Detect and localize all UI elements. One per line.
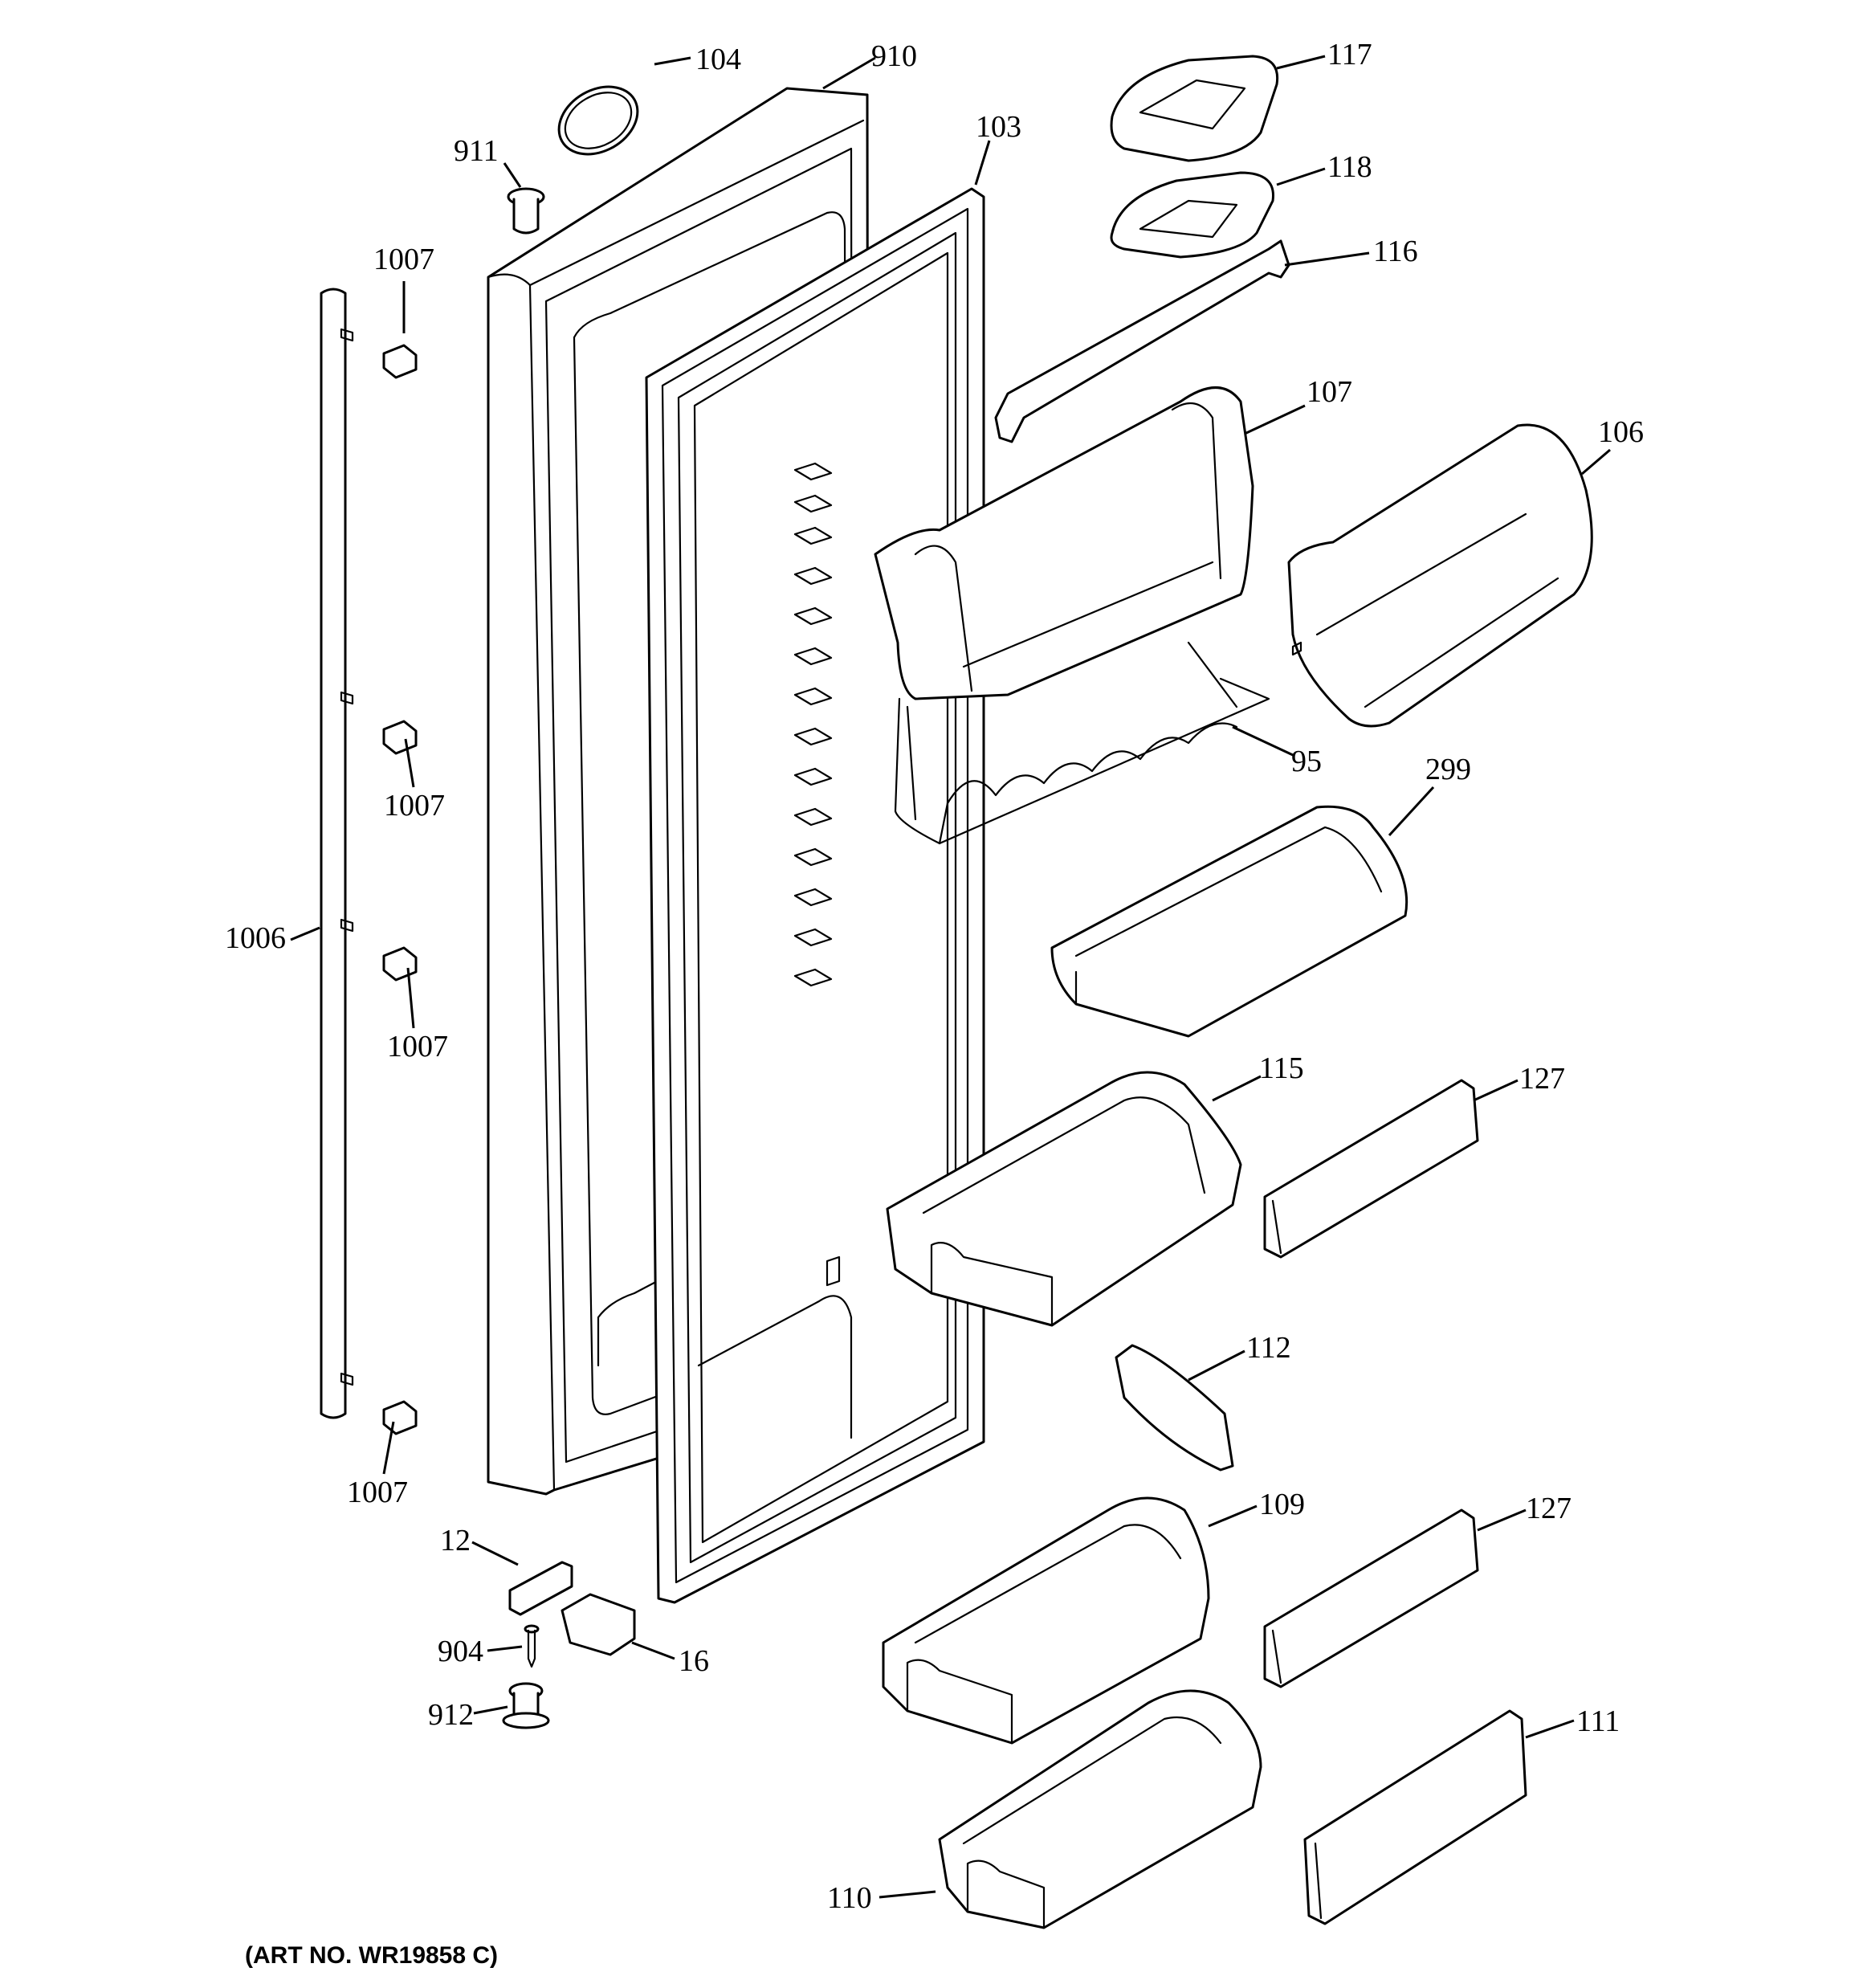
- hinge-bushing-top: [507, 187, 545, 235]
- callout-1007-a: 1007: [373, 243, 434, 276]
- callout-299: 299: [1425, 753, 1471, 786]
- screw: [524, 1624, 540, 1668]
- wine-rack: [894, 641, 1270, 845]
- callout-106: 106: [1598, 415, 1644, 449]
- door-liner: [645, 187, 985, 1604]
- dairy-tray: [1110, 171, 1274, 259]
- callout-103: 103: [976, 110, 1021, 144]
- handle-clips: [382, 344, 418, 1435]
- leader-lines: [290, 55, 1611, 1899]
- callout-104: 104: [695, 43, 741, 76]
- callout-109: 109: [1259, 1488, 1305, 1521]
- callout-910: 910: [871, 39, 917, 73]
- callout-1007-c: 1007: [387, 1030, 448, 1063]
- callout-107: 107: [1307, 375, 1352, 409]
- hinge-bracket: [508, 1561, 573, 1616]
- bottom-door-bin: [938, 1689, 1262, 1929]
- dairy-door: [1287, 423, 1593, 728]
- callout-1007-b: 1007: [384, 789, 445, 823]
- callout-112: 112: [1246, 1331, 1291, 1365]
- callout-127-b: 127: [1526, 1492, 1572, 1525]
- bin-front-bottom: [1303, 1709, 1527, 1925]
- callout-116: 116: [1373, 235, 1418, 268]
- dairy-rail: [994, 239, 1290, 443]
- bin-front-upper: [1263, 1079, 1479, 1259]
- bin-divider: [1115, 1344, 1234, 1472]
- callout-12: 12: [440, 1524, 471, 1557]
- liner-ledges: [793, 462, 833, 987]
- callout-911: 911: [454, 134, 499, 168]
- callout-904: 904: [438, 1635, 483, 1668]
- bin-front-lower: [1263, 1508, 1479, 1688]
- top-ring-gasket: [557, 85, 639, 156]
- callout-912: 912: [428, 1698, 474, 1732]
- hinge-bushing-bottom: [502, 1682, 550, 1729]
- callout-118: 118: [1327, 150, 1372, 184]
- upper-door-bin: [874, 386, 1254, 700]
- callout-95: 95: [1291, 745, 1322, 778]
- dairy-cover: [1110, 55, 1279, 162]
- callout-1007-d: 1007: [347, 1476, 408, 1509]
- callout-labels: 104 910 911 103 117 118 116 1007 107 106…: [225, 38, 1644, 1915]
- door-handle: [320, 288, 354, 1419]
- callout-117: 117: [1327, 38, 1372, 71]
- callout-115: 115: [1259, 1051, 1304, 1085]
- callout-111: 111: [1576, 1704, 1620, 1738]
- middle-door-bin: [886, 1071, 1242, 1327]
- callout-110: 110: [827, 1881, 872, 1915]
- hinge-block: [561, 1593, 636, 1656]
- shallow-door-bin: [1050, 805, 1408, 1038]
- callout-127-a: 127: [1519, 1062, 1565, 1096]
- art-number: (ART NO. WR19858 C): [245, 1942, 499, 1969]
- callout-16: 16: [679, 1644, 709, 1678]
- lower-door-bin: [882, 1496, 1210, 1745]
- callout-1006: 1006: [225, 921, 286, 955]
